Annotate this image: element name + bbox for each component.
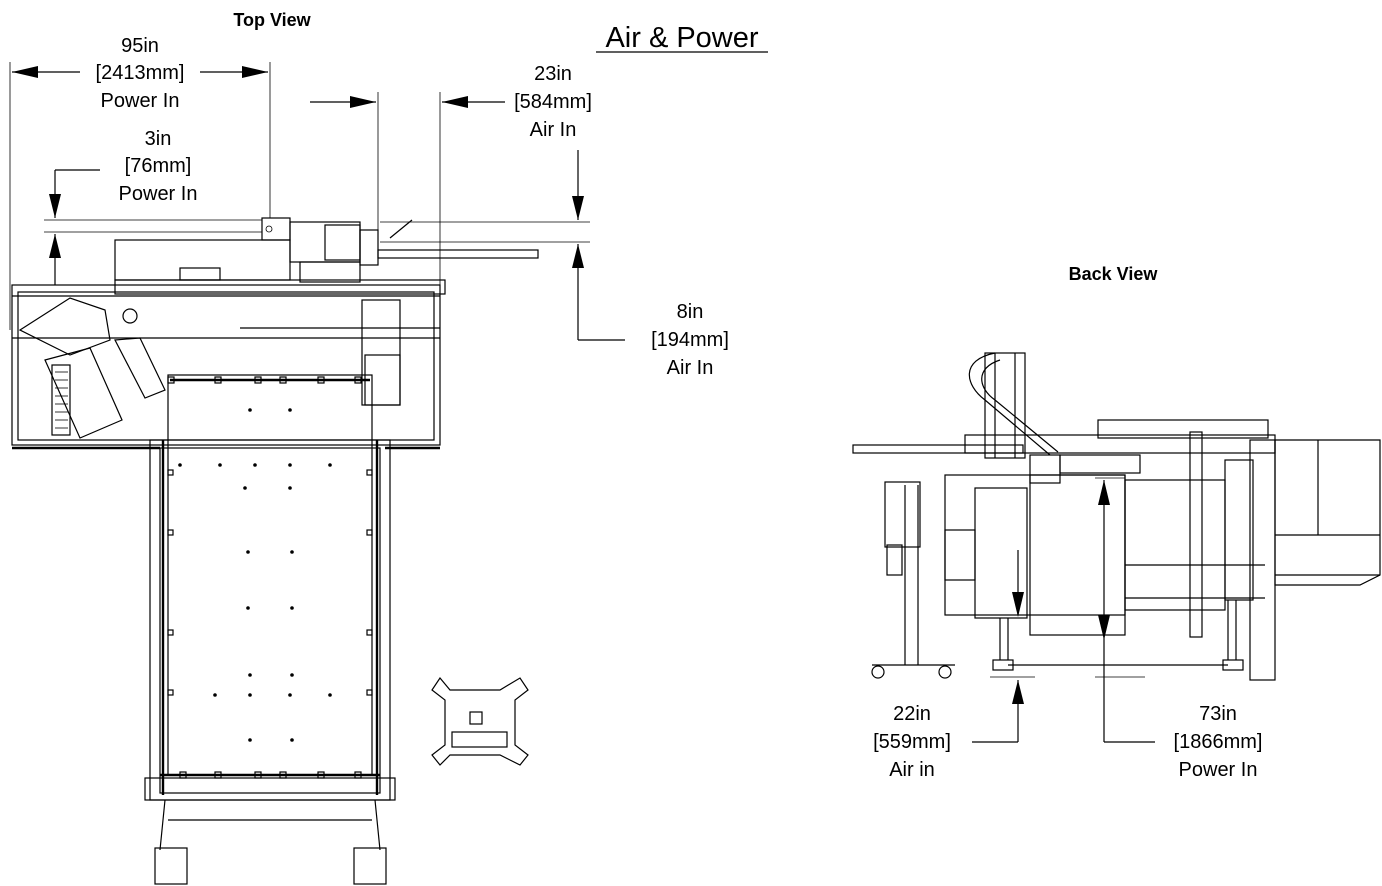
top-view-label: Top View	[233, 10, 311, 30]
platen-clamps	[167, 376, 373, 779]
four-lobe-part	[431, 676, 529, 766]
dimension-22in: 22in [559mm] Air in	[873, 550, 1035, 781]
back-view-machine	[852, 352, 1381, 681]
dimension-3in: 3in [76mm] Power In	[44, 128, 262, 285]
dimension-73in: 73in [1866mm] Power In	[1095, 477, 1263, 781]
dim-95-value: 95in	[121, 35, 159, 57]
dim-8-desc: Air In	[667, 357, 714, 379]
dim-73-metric: [1866mm]	[1174, 731, 1263, 753]
dim-3-value: 3in	[145, 128, 172, 150]
dim-95-metric: [2413mm]	[96, 62, 185, 84]
dim-23-metric: [584mm]	[514, 91, 592, 113]
dim-95-desc: Power In	[101, 90, 180, 112]
dim-73-desc: Power In	[1179, 759, 1258, 781]
dim-3-desc: Power In	[119, 183, 198, 205]
dim-22-desc: Air in	[889, 759, 935, 781]
platen-vacuum-dots	[178, 408, 332, 742]
dim-3-metric: [76mm]	[125, 155, 192, 177]
dim-73-value: 73in	[1199, 703, 1237, 725]
dim-22-value: 22in	[893, 703, 931, 725]
dimension-95in: 95in [2413mm] Power In	[9, 35, 271, 330]
top-view-machine	[11, 217, 539, 885]
page-title: Air & Power	[605, 22, 758, 54]
dim-22-metric: [559mm]	[873, 731, 951, 753]
dim-8-metric: [194mm]	[651, 329, 729, 351]
dim-8-value: 8in	[677, 301, 704, 323]
dim-23-value: 23in	[534, 63, 572, 85]
dimension-8in: 8in [194mm] Air In	[380, 150, 729, 379]
back-view-label: Back View	[1069, 264, 1159, 284]
dimension-23in: 23in [584mm] Air In	[310, 63, 592, 285]
dim-23-desc: Air In	[530, 119, 577, 141]
